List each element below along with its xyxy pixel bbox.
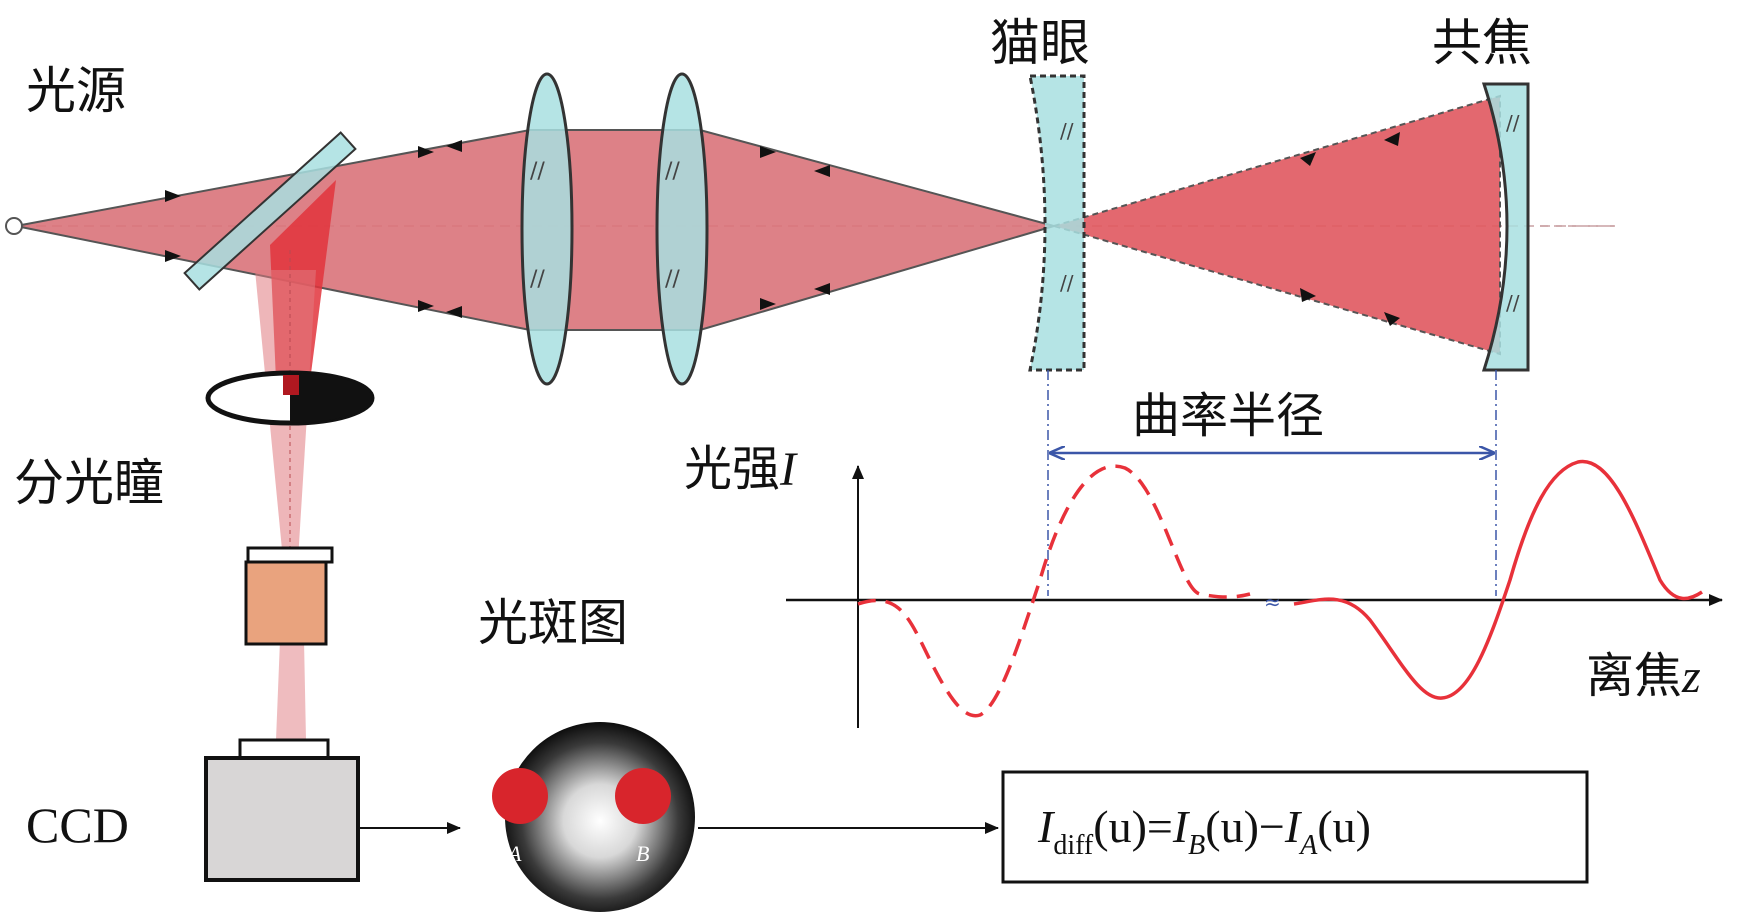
confocal-beam [1050,94,1501,356]
svg-text://: // [665,267,680,292]
beam-splitter-icon [183,131,357,291]
cat-eye-mirror-icon [1028,74,1086,372]
confocal-mirror-icon [1481,82,1530,372]
cat-eye-label: 猫眼 [990,14,1090,72]
light-source-label: 光源 [26,62,126,120]
lens-2-icon: // // [655,72,709,386]
svg-text://: // [530,159,545,184]
spot-image-label: 光斑图 [478,594,628,652]
intensity-label: 光强I [684,441,798,497]
split-pupil-label: 分光瞳 [14,454,164,512]
spot-b [615,768,671,824]
ray-arrows [165,132,1400,326]
defocus-label: 离焦z [1586,648,1701,704]
ccd-camera-icon [204,738,360,882]
svg-text://: // [1506,111,1520,135]
radius-label: 曲率半径 [1132,388,1324,444]
spot-b-label: B [636,841,649,866]
confocal-label: 共焦 [1432,14,1532,72]
svg-text://: // [1060,271,1074,295]
point-source-icon [5,217,23,235]
objective-icon [244,546,334,646]
svg-text://: // [530,267,545,292]
spot-a-label: A [506,841,522,866]
ccd-label: CCD [26,797,129,853]
reflected-beam-ccd [276,640,306,740]
cat-eye-curve [857,464,1251,718]
split-pupil-icon [205,370,375,426]
spot-image: A B [492,722,695,912]
svg-text://: // [1060,119,1074,143]
svg-text://: // [1506,291,1520,315]
svg-text://: // [665,159,680,184]
lens-1-icon: // // [520,72,574,386]
spot-a [492,768,548,824]
axis-break-icon: ≈ [1264,590,1281,614]
confocal-curve [1293,459,1703,700]
formula-box [1001,770,1589,884]
formula: Idiff(u)=IB(u)−IA(u) [1037,801,1371,861]
